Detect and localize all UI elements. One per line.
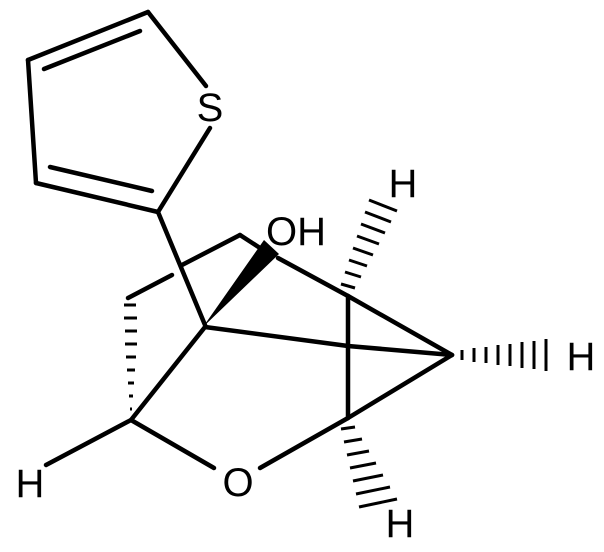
hashed-bond-bridge (124, 303, 137, 411)
bond-o-to-bottom-right (257, 415, 351, 471)
bond-bridge-right (237, 232, 263, 251)
h-right-label: H (567, 335, 596, 379)
bond-thiophene-c4-s (155, 125, 213, 215)
bond-thiophene-c3-c4-inner (47, 164, 155, 194)
ring-oxygen-label: O (222, 461, 253, 505)
hashed-bond-bottom-right-h (340, 425, 398, 509)
bond-mid-to-far-right (345, 343, 455, 358)
bond-left-to-h (43, 417, 134, 468)
bond-bridge-lower (125, 272, 175, 301)
bond-thiophene-to-cage (155, 209, 208, 328)
bond-oh-to-top-right (275, 255, 351, 299)
cage-bonds (43, 255, 455, 471)
bond-left-to-o (128, 417, 217, 471)
bond-thiophene-c3-c4 (33, 180, 161, 215)
h-left-label: H (16, 462, 45, 506)
wedge-bond-oh (203, 240, 279, 327)
thiophene-ring (25, 9, 213, 215)
bond-thiophene-c1-c2 (25, 9, 151, 63)
bond-center-to-right-mid (202, 324, 351, 349)
bond-cage-center-to-left (128, 324, 208, 423)
hydroxyl-label: OH (266, 210, 326, 254)
ch2-bridge (125, 232, 263, 301)
bond-thiophene-c1-c2-inner (41, 28, 143, 72)
hashed-bond-right-h (460, 339, 548, 371)
bond-thiophene-c2-c3 (25, 57, 39, 186)
h-top-right-label: H (389, 162, 418, 206)
bond-thiophene-s-c1 (145, 9, 209, 89)
bond-bottom-right-to-far-right (345, 352, 455, 421)
bond-bridge-upper (179, 232, 243, 268)
hashed-bond-top-right-h (340, 198, 398, 290)
h-bottom-right-label: H (386, 502, 415, 546)
sulfur-label: S (197, 86, 224, 130)
bond-top-right-to-far-right (345, 293, 455, 358)
